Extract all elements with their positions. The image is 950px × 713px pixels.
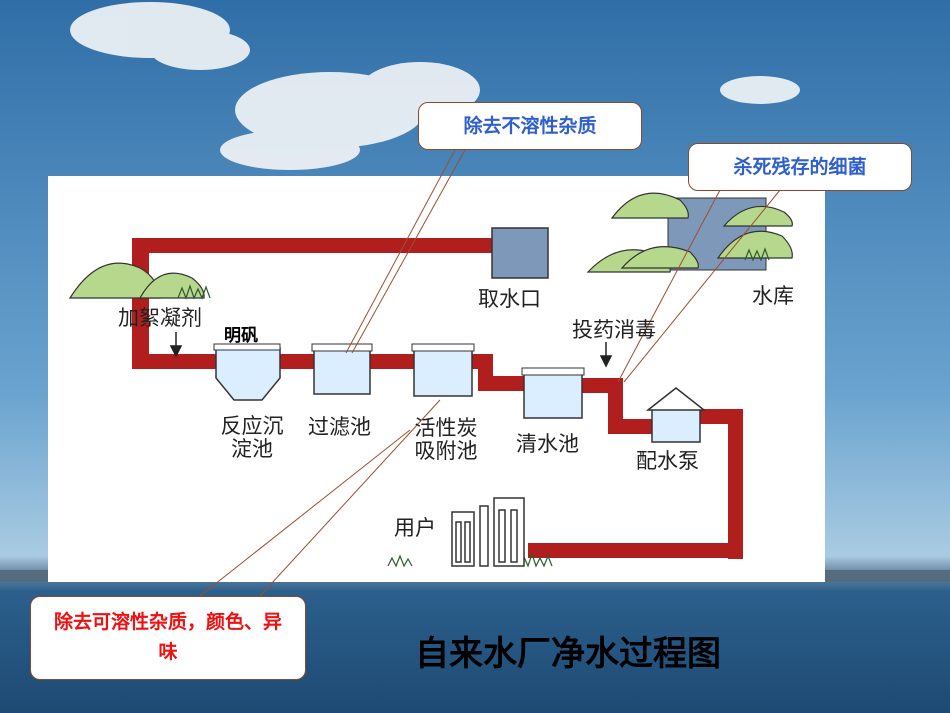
pipes	[132, 238, 743, 559]
filter-label: 过滤池	[308, 415, 371, 439]
reaction-tank	[213, 343, 281, 401]
pipe-reaction-filter	[278, 354, 314, 369]
carbon-label: 活性炭 吸附池	[406, 417, 486, 463]
carbon-label-line2: 吸附池	[414, 439, 478, 463]
reaction-label-line1: 反应沉	[220, 414, 284, 438]
user-label: 用户	[394, 516, 436, 540]
bush-res-3	[620, 246, 699, 269]
reaction-label: 反应沉 淀池	[210, 415, 294, 461]
grass	[177, 247, 770, 568]
bushes	[68, 192, 793, 299]
pipe-left-vertical	[132, 238, 149, 368]
carbon-label-line1: 活性炭	[414, 416, 478, 440]
bush-res-5	[716, 230, 793, 259]
clouds	[70, 2, 800, 170]
dose-arrow-icon	[599, 342, 613, 368]
coagulant-label: 加絮凝剂	[118, 306, 202, 330]
carbon-tank	[411, 343, 475, 397]
user-buildings	[451, 497, 525, 567]
pipe-to-reaction	[132, 354, 220, 369]
pump-house	[645, 387, 707, 443]
reservoir-label: 水库	[752, 284, 794, 308]
callout-insoluble: 除去不溶性杂质	[418, 102, 642, 150]
pipe-top	[132, 238, 492, 253]
coagulant-arrow-icon	[169, 332, 183, 358]
callout-connectors	[199, 149, 781, 597]
clear-water-tank	[521, 367, 585, 419]
pipe-right-vertical	[728, 409, 743, 559]
alum-label: 明矾	[224, 326, 258, 346]
filter-tank	[311, 343, 373, 395]
intake-box	[491, 227, 549, 279]
pipe-filter-carbon	[370, 354, 414, 369]
pipe-carbon-clear	[478, 376, 524, 391]
bush-res-1	[610, 192, 689, 219]
pump-label: 配水泵	[636, 449, 699, 473]
callout-soluble: 除去可溶性杂质，颜色、异味	[30, 596, 306, 680]
pipe-to-pump	[608, 419, 652, 434]
diagram-title: 自来水厂净水过程图	[415, 634, 721, 674]
callout-bacteria: 杀死残存的细菌	[688, 143, 912, 191]
clear-water-label: 清水池	[516, 432, 579, 456]
reaction-label-line2: 淀池	[231, 437, 273, 461]
intake-label: 取水口	[478, 287, 541, 311]
pipe-to-user	[528, 543, 743, 558]
disinfect-label: 投药消毒	[572, 318, 656, 342]
